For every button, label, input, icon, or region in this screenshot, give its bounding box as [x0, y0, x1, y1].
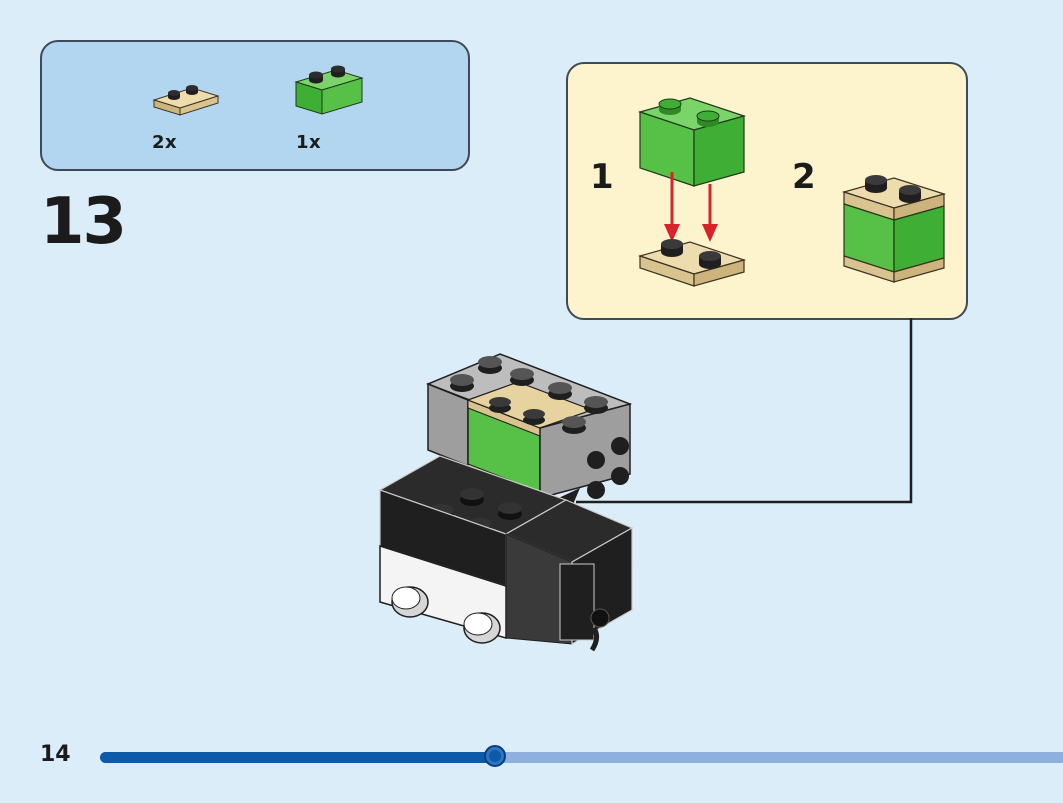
parts-list-box: 2x 1x: [40, 40, 470, 171]
sub-step-label-1: 1: [590, 157, 614, 197]
part-quantity-green-brick: 1x: [296, 132, 322, 153]
sub-step-1-illustration: [637, 97, 747, 287]
green-brick-icon: [294, 65, 364, 115]
tan-plate-icon: [152, 85, 220, 116]
model-illustration: [378, 353, 634, 652]
progress-bar-knob: [484, 745, 506, 767]
progress-bar: [100, 745, 1063, 767]
page-number: 14: [40, 742, 71, 767]
step-number: 13: [40, 185, 127, 259]
progress-bar-fill: [100, 752, 495, 763]
sub-step-label-2: 2: [792, 157, 816, 197]
sub-assembly-callout: 1 2: [566, 62, 968, 320]
part-quantity-tan-plate: 2x: [152, 132, 178, 153]
sub-step-2-illustration: [841, 175, 947, 283]
